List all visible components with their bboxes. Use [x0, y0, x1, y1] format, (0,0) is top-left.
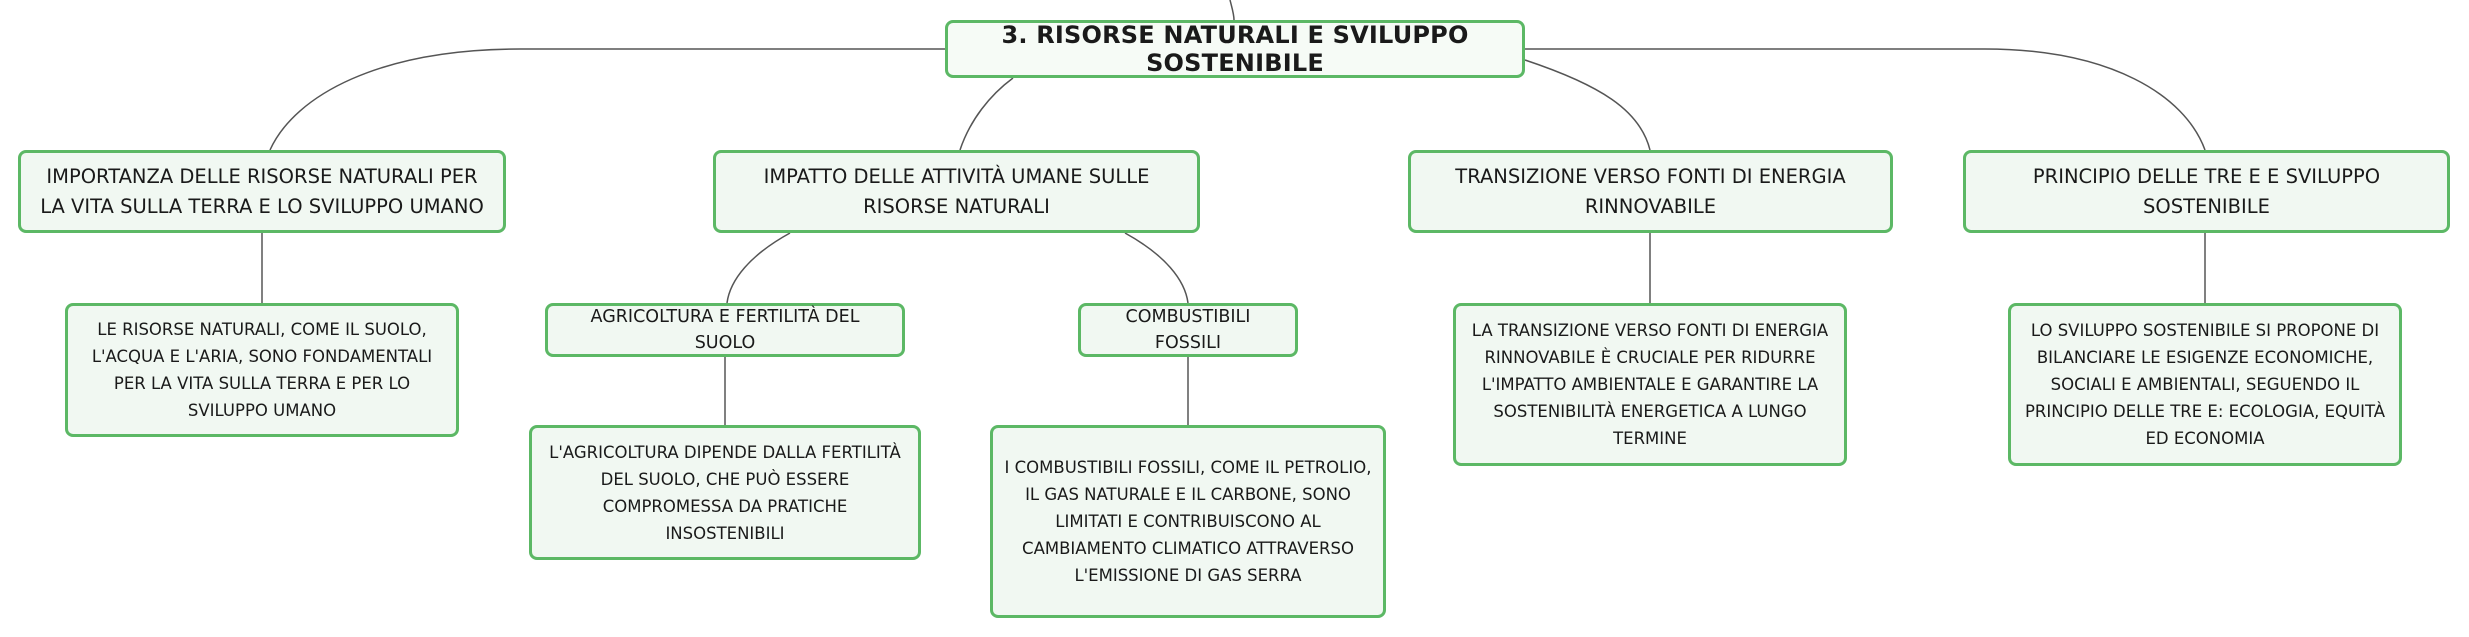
detail-text: LO SVILUPPO SOSTENIBILE SI PROPONE DI BI… [2024, 321, 2386, 448]
topic-transizione-energia[interactable]: TRANSIZIONE VERSO FONTI DI ENERGIA RINNO… [1408, 150, 1893, 233]
topic-impatto-attivita-umane[interactable]: IMPATTO DELLE ATTIVITÀ UMANE SULLE RISOR… [713, 150, 1200, 233]
root-topic-label: 3. RISORSE NATURALI E SVILUPPO SOSTENIBI… [1001, 21, 1469, 77]
detail-agricoltura[interactable]: L'AGRICOLTURA DIPENDE DALLA FERTILITÀ DE… [529, 425, 921, 560]
topic-label: IMPORTANZA DELLE RISORSE NATURALI PER LA… [40, 164, 484, 218]
detail-text: LA TRANSIZIONE VERSO FONTI DI ENERGIA RI… [1471, 321, 1829, 448]
subtopic-combustibili-fossili[interactable]: COMBUSTIBILI FOSSILI [1078, 303, 1298, 357]
subtopic-agricoltura[interactable]: AGRICOLTURA E FERTILITÀ DEL SUOLO [545, 303, 905, 357]
connector-root-topic-1 [269, 48, 948, 151]
detail-transizione-energia[interactable]: LA TRANSIZIONE VERSO FONTI DI ENERGIA RI… [1453, 303, 1847, 466]
connector-root-topic-4 [1525, 48, 2206, 151]
detail-importanza-risorse[interactable]: LE RISORSE NATURALI, COME IL SUOLO, L'AC… [65, 303, 459, 437]
detail-text: I COMBUSTIBILI FOSSILI, COME IL PETROLIO… [1004, 458, 1372, 585]
connector-root-parent [1229, 0, 1235, 21]
topic-label: TRANSIZIONE VERSO FONTI DI ENERGIA RINNO… [1455, 164, 1846, 218]
detail-combustibili-fossili[interactable]: I COMBUSTIBILI FOSSILI, COME IL PETROLIO… [990, 425, 1386, 618]
root-topic[interactable]: 3. RISORSE NATURALI E SVILUPPO SOSTENIBI… [945, 20, 1525, 78]
connector-topic-2-sub-2 [1124, 232, 1189, 304]
topic-principio-tre-e[interactable]: PRINCIPIO DELLE TRE E E SVILUPPO SOSTENI… [1963, 150, 2450, 233]
connector-root-topic-3 [1524, 59, 1651, 151]
topic-label: IMPATTO DELLE ATTIVITÀ UMANE SULLE RISOR… [763, 164, 1150, 218]
topic-label: PRINCIPIO DELLE TRE E E SVILUPPO SOSTENI… [2032, 164, 2381, 218]
connector-root-topic-2 [959, 77, 1014, 151]
subtopic-label: AGRICOLTURA E FERTILITÀ DEL SUOLO [590, 307, 860, 353]
topic-importanza-risorse[interactable]: IMPORTANZA DELLE RISORSE NATURALI PER LA… [18, 150, 506, 233]
detail-text: L'AGRICOLTURA DIPENDE DALLA FERTILITÀ DE… [549, 442, 901, 543]
detail-text: LE RISORSE NATURALI, COME IL SUOLO, L'AC… [91, 320, 433, 420]
detail-principio-tre-e[interactable]: LO SVILUPPO SOSTENIBILE SI PROPONE DI BI… [2008, 303, 2402, 466]
connector-topic-2-sub-1 [726, 232, 791, 304]
subtopic-label: COMBUSTIBILI FOSSILI [1125, 307, 1251, 353]
